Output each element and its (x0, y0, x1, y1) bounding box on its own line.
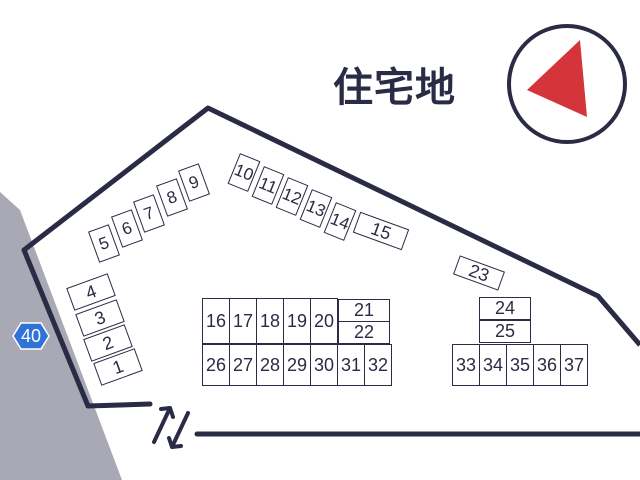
north-arrow-icon (507, 24, 627, 144)
parking-spot-27[interactable]: 27 (229, 344, 257, 386)
parking-spot-37[interactable]: 37 (560, 344, 588, 386)
parking-spot-28[interactable]: 28 (256, 344, 284, 386)
parking-spot-35[interactable]: 35 (506, 344, 534, 386)
parking-spot-36[interactable]: 36 (533, 344, 561, 386)
parking-spot-14[interactable]: 14 (323, 201, 357, 241)
parking-spot-23[interactable]: 23 (453, 255, 505, 291)
parking-spot-29[interactable]: 29 (283, 344, 311, 386)
parking-spot-22[interactable]: 22 (338, 320, 390, 344)
parking-spot-21[interactable]: 21 (338, 298, 390, 322)
parking-spot-16[interactable]: 16 (202, 298, 230, 344)
route-badge: 40 (12, 322, 50, 350)
parking-spot-31[interactable]: 31 (337, 344, 365, 386)
parking-spot-32[interactable]: 32 (364, 344, 392, 386)
parking-spot-15[interactable]: 15 (352, 211, 410, 251)
parking-spot-30[interactable]: 30 (310, 344, 338, 386)
parking-spot-18[interactable]: 18 (256, 298, 284, 344)
parking-spot-20[interactable]: 20 (310, 298, 338, 344)
route-number: 40 (20, 326, 42, 346)
parking-spot-34[interactable]: 34 (479, 344, 507, 386)
two-way-arrows-icon (152, 406, 190, 449)
parking-spot-26[interactable]: 26 (202, 344, 230, 386)
area-label-residential: 住宅地 (333, 65, 456, 111)
parking-spot-33[interactable]: 33 (452, 344, 480, 386)
parking-spot-24[interactable]: 24 (479, 296, 531, 320)
lot-boundary (21, 105, 640, 407)
lot-boundary (85, 401, 153, 409)
parking-spot-17[interactable]: 17 (229, 298, 257, 344)
parking-spot-25[interactable]: 25 (479, 319, 531, 343)
parking-spot-19[interactable]: 19 (283, 298, 311, 344)
